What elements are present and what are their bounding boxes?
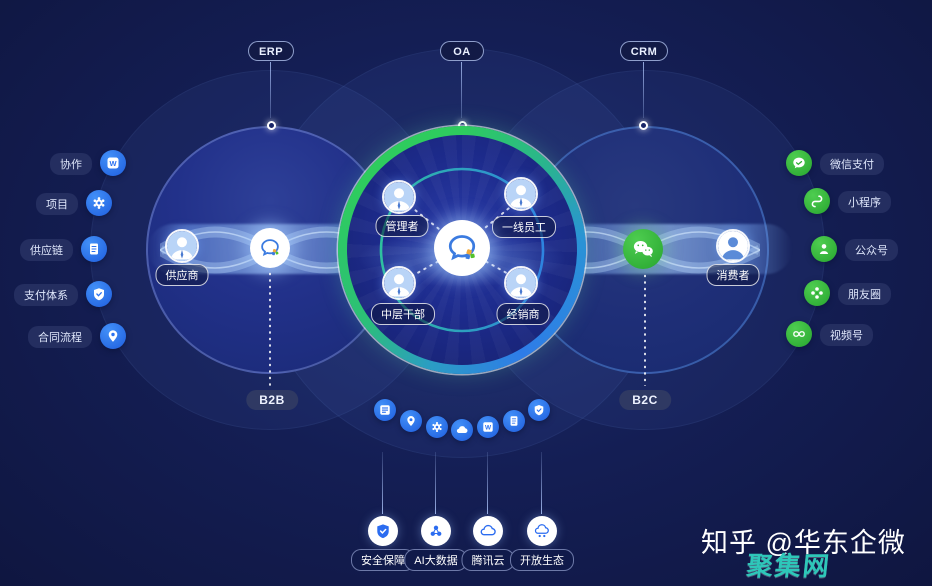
- shield-icon: [86, 281, 112, 307]
- document-icon: [81, 236, 107, 262]
- credit-text: 知乎 @华东企微: [701, 528, 906, 558]
- feature-label-wechat-pay: 微信支付: [820, 153, 884, 175]
- mini-program-icon: [804, 188, 830, 214]
- b2c-tag-pill: B2C: [619, 390, 671, 410]
- feature-label-moments: 朋友圈: [838, 283, 891, 305]
- dealer-avatar: [504, 266, 538, 300]
- crm-stem-line: [643, 62, 644, 118]
- crm-ring-dot: [639, 121, 648, 130]
- foundation-label-security: 安全保障: [351, 549, 415, 571]
- location-pin-icon: [400, 410, 422, 432]
- b2b-dotted-line: [269, 272, 271, 386]
- frontline-staff-label-pill: 一线员工: [492, 216, 556, 238]
- feature-label-official-account: 公众号: [845, 239, 898, 261]
- oa-circle: 管理者 一线员工 中层干部 经销商: [338, 126, 586, 374]
- svg-text:W: W: [485, 425, 492, 432]
- crm-label-pill: CRM: [620, 41, 668, 61]
- oa-stem-line: [461, 62, 462, 118]
- moments-icon: [804, 280, 830, 306]
- erp-ring-dot: [267, 121, 276, 130]
- svg-text:W: W: [109, 159, 117, 168]
- cloud-stem-line: [487, 452, 488, 514]
- erp-label-pill: ERP: [248, 41, 294, 61]
- feature-label-supply-chain: 供应链: [20, 239, 73, 261]
- erp-stem-line: [270, 62, 271, 118]
- feature-label-contract-process: 合同流程: [28, 326, 92, 348]
- location-pin-icon: [100, 323, 126, 349]
- official-account-icon: [811, 236, 837, 262]
- foundation-label-tencent-cloud: 腾讯云: [461, 549, 515, 571]
- supplier-label-pill: 供应商: [155, 264, 209, 286]
- ecosystem-stem-line: [541, 452, 542, 514]
- supplier-avatar: [165, 229, 199, 263]
- middle-management-avatar: [382, 266, 416, 300]
- wecom-app-icon: W: [100, 150, 126, 176]
- wechat-pay-icon: [786, 150, 812, 176]
- manager-avatar: [382, 180, 416, 214]
- gear-icon: [426, 416, 448, 438]
- wechat-logo-icon: [623, 229, 663, 269]
- feature-label-collaboration: 协作: [50, 153, 92, 175]
- shield-check-icon: [368, 516, 398, 546]
- grid-icon: [374, 399, 396, 421]
- wecom-logo-icon: [434, 220, 490, 276]
- consumer-label-pill: 消费者: [706, 264, 760, 286]
- video-channel-icon: [786, 321, 812, 347]
- consumer-avatar: [716, 229, 750, 263]
- word-doc-icon: W: [477, 416, 499, 438]
- security-stem-line: [382, 452, 383, 514]
- manager-label-pill: 管理者: [375, 215, 429, 237]
- middle-management-label-pill: 中层干部: [371, 303, 435, 325]
- cloud-icon: [473, 516, 503, 546]
- dealer-label-pill: 经销商: [496, 303, 550, 325]
- feature-label-mini-program: 小程序: [838, 191, 891, 213]
- oa-label-pill: OA: [440, 41, 484, 61]
- foundation-label-open-ecosystem: 开放生态: [510, 549, 574, 571]
- feature-label-payment-system: 支付体系: [14, 284, 78, 306]
- frontline-staff-avatar: [504, 177, 538, 211]
- shield-icon: [528, 399, 550, 421]
- b2c-dotted-line: [644, 274, 646, 386]
- wecom-logo-icon: [250, 228, 290, 268]
- gear-icon: [86, 190, 112, 216]
- document-icon: [503, 410, 525, 432]
- b2b-tag-pill: B2B: [246, 390, 298, 410]
- watermark-brand: 聚集网: [745, 551, 833, 581]
- molecule-icon: [421, 516, 451, 546]
- feature-label-project: 项目: [36, 193, 78, 215]
- foundation-label-ai-bigdata: AI大数据: [404, 549, 468, 571]
- ai-stem-line: [435, 452, 436, 514]
- feature-label-video-channel: 视频号: [820, 324, 873, 346]
- cloud-icon: [451, 419, 473, 441]
- cloud-network-icon: [527, 516, 557, 546]
